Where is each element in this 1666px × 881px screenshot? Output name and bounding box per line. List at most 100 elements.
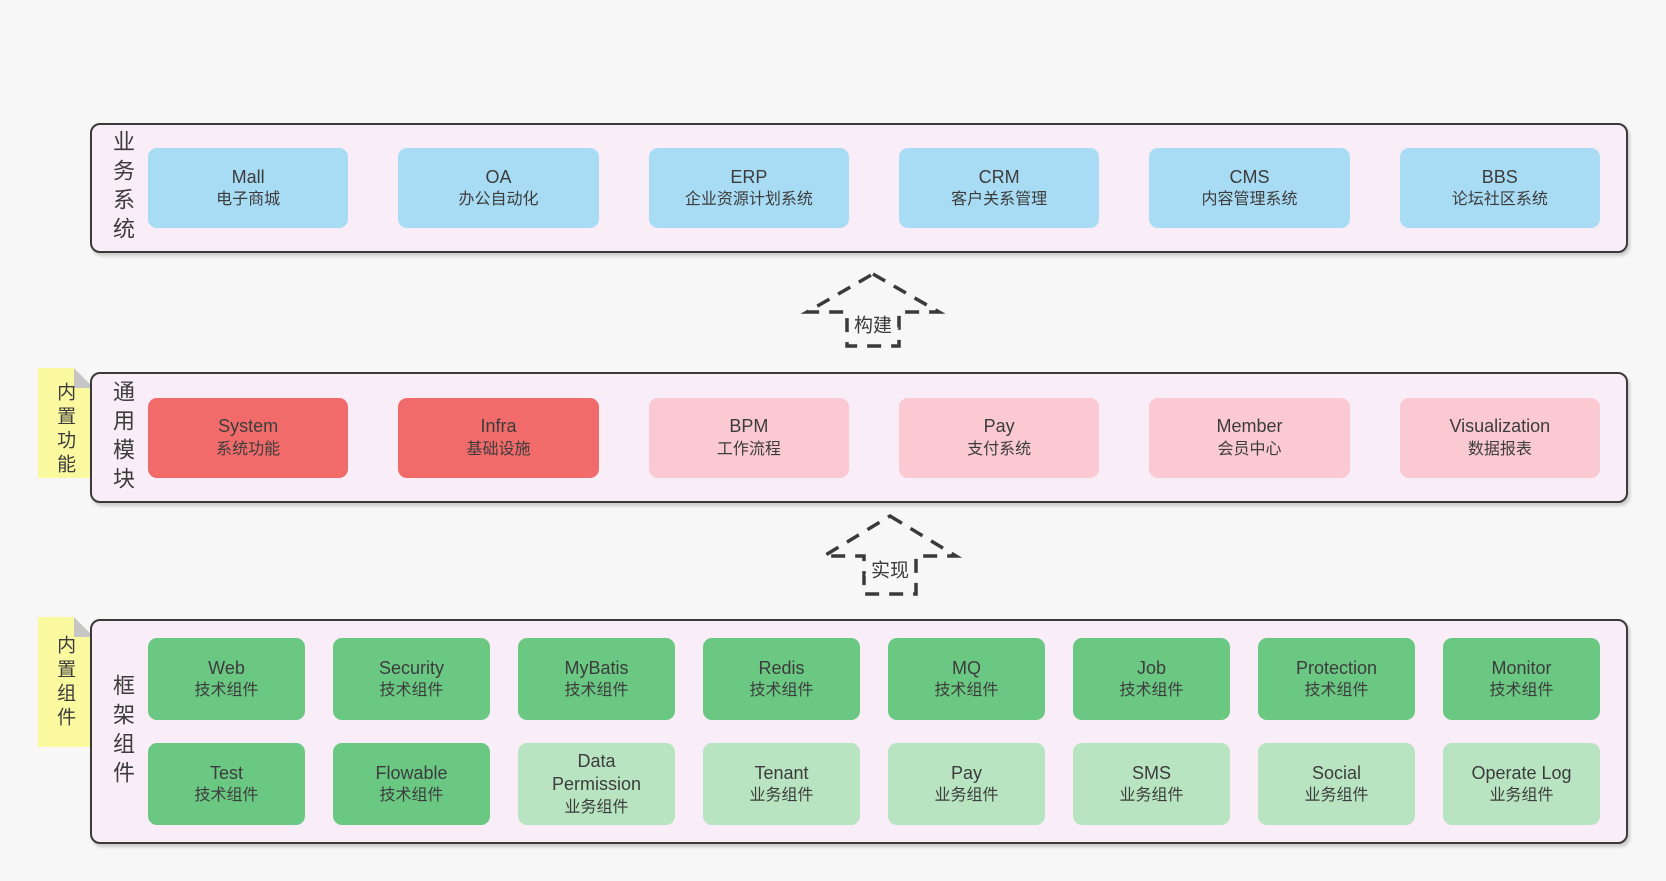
sticky-tab-built-in-features: 内置功能 bbox=[38, 368, 94, 478]
box-erp: ERP 企业资源计划系统 bbox=[648, 148, 849, 228]
box-web: Web 技术组件 bbox=[148, 638, 305, 720]
box-title: Pay bbox=[983, 416, 1015, 437]
box-pay: Pay 支付系统 bbox=[898, 397, 1100, 478]
arrow-label: 实现 bbox=[871, 560, 909, 582]
box-subtitle: 论坛社区系统 bbox=[1451, 191, 1548, 209]
band-common-modules: 通用模块 System 系统功能 Infra 基础设施 BPM 工作流程 Pay… bbox=[90, 372, 1628, 503]
fold-corner-icon bbox=[74, 617, 94, 637]
box-mall: Mall 电子商城 bbox=[148, 148, 349, 228]
band-label: 业务系统 bbox=[110, 130, 135, 246]
band-business-systems: 业务系统 Mall 电子商城 OA 办公自动化 ERP 企业资源计划系统 CRM… bbox=[90, 123, 1628, 253]
common-modules-row: System 系统功能 Infra 基础设施 BPM 工作流程 Pay 支付系统… bbox=[148, 374, 1600, 501]
box-visualization: Visualization 数据报表 bbox=[1399, 397, 1600, 478]
box-data-permission: Data Permission 业务组件 bbox=[518, 743, 675, 825]
band-label: 通用模块 bbox=[110, 379, 135, 496]
box-subtitle: 技术组件 bbox=[379, 682, 444, 700]
box-title: Mall bbox=[231, 166, 265, 187]
box-title: SMS bbox=[1131, 762, 1171, 783]
arrow-build: 构建 bbox=[800, 271, 946, 348]
box-infra: Infra 基础设施 bbox=[398, 397, 599, 478]
box-title: OA bbox=[485, 166, 512, 187]
sticky-tab-label: 内置组件 bbox=[54, 635, 76, 731]
box-cms: CMS 内容管理系统 bbox=[1149, 148, 1350, 228]
box-mybatis: MyBatis 技术组件 bbox=[518, 638, 675, 720]
box-title: Data Permission bbox=[551, 750, 642, 795]
box-subtitle: 业务组件 bbox=[1489, 787, 1554, 805]
box-redis: Redis 技术组件 bbox=[703, 638, 860, 720]
box-title: Visualization bbox=[1449, 416, 1551, 437]
box-mq: MQ 技术组件 bbox=[888, 638, 1045, 720]
framework-components-grid: Web 技术组件 Security 技术组件 MyBatis 技术组件 Redi… bbox=[148, 621, 1600, 842]
box-subtitle: 支付系统 bbox=[967, 440, 1032, 458]
box-subtitle: 系统功能 bbox=[216, 440, 281, 458]
box-title: ERP bbox=[730, 166, 768, 187]
fold-corner-icon bbox=[74, 368, 94, 388]
box-subtitle: 业务组件 bbox=[934, 787, 999, 805]
box-title: MyBatis bbox=[564, 657, 629, 678]
box-subtitle: 工作流程 bbox=[716, 440, 781, 458]
box-pay-biz: Pay 业务组件 bbox=[888, 743, 1045, 825]
sticky-tab-label: 内置功能 bbox=[54, 382, 76, 478]
box-security: Security 技术组件 bbox=[333, 638, 490, 720]
box-title: Infra bbox=[480, 416, 517, 437]
box-bpm: BPM 工作流程 bbox=[648, 397, 849, 478]
box-social: Social 业务组件 bbox=[1258, 743, 1415, 825]
box-subtitle: 技术组件 bbox=[564, 682, 629, 700]
box-protection: Protection 技术组件 bbox=[1258, 638, 1415, 720]
box-subtitle: 技术组件 bbox=[1489, 682, 1554, 700]
box-title: BPM bbox=[729, 416, 769, 437]
box-subtitle: 客户关系管理 bbox=[951, 191, 1048, 209]
box-title: Pay bbox=[950, 762, 983, 783]
box-subtitle: 技术组件 bbox=[1119, 682, 1184, 700]
box-title: Web bbox=[208, 657, 245, 678]
box-subtitle: 电子商城 bbox=[216, 191, 281, 209]
box-title: Flowable bbox=[375, 762, 448, 783]
box-job: Job 技术组件 bbox=[1073, 638, 1230, 720]
box-title: Tenant bbox=[754, 762, 809, 783]
box-title: System bbox=[218, 416, 279, 437]
band-framework-components: 框架组件 Web 技术组件 Security 技术组件 MyBatis 技术组件… bbox=[90, 619, 1628, 844]
box-member: Member 会员中心 bbox=[1149, 397, 1350, 478]
box-subtitle: 业务组件 bbox=[564, 799, 629, 817]
box-subtitle: 内容管理系统 bbox=[1201, 191, 1298, 209]
box-title: Test bbox=[209, 762, 243, 783]
box-title: Job bbox=[1136, 657, 1167, 678]
band-label: 框架组件 bbox=[110, 673, 135, 790]
box-title: CRM bbox=[978, 166, 1020, 187]
box-subtitle: 基础设施 bbox=[466, 440, 531, 458]
box-subtitle: 会员中心 bbox=[1217, 440, 1282, 458]
box-crm: CRM 客户关系管理 bbox=[898, 148, 1100, 228]
sticky-tab-built-in-components: 内置组件 bbox=[38, 617, 94, 747]
box-monitor: Monitor 技术组件 bbox=[1443, 638, 1600, 720]
box-flowable: Flowable 技术组件 bbox=[333, 743, 490, 825]
box-operate-log: Operate Log 业务组件 bbox=[1443, 743, 1600, 825]
box-title: Redis bbox=[758, 657, 805, 678]
box-subtitle: 技术组件 bbox=[379, 787, 444, 805]
box-title: Protection bbox=[1295, 657, 1378, 678]
box-subtitle: 数据报表 bbox=[1467, 440, 1532, 458]
arrow-label: 构建 bbox=[854, 315, 892, 337]
box-title: CMS bbox=[1229, 166, 1270, 187]
box-subtitle: 业务组件 bbox=[1304, 787, 1369, 805]
box-title: MQ bbox=[952, 657, 981, 678]
business-systems-row: Mall 电子商城 OA 办公自动化 ERP 企业资源计划系统 CRM 客户关系… bbox=[148, 125, 1600, 251]
arrow-outline bbox=[817, 513, 963, 596]
box-subtitle: 办公自动化 bbox=[458, 191, 539, 209]
box-title: Member bbox=[1216, 416, 1283, 437]
box-subtitle: 业务组件 bbox=[1119, 787, 1184, 805]
box-bbs: BBS 论坛社区系统 bbox=[1399, 148, 1600, 228]
box-title: BBS bbox=[1481, 166, 1518, 187]
box-subtitle: 业务组件 bbox=[749, 787, 814, 805]
box-subtitle: 技术组件 bbox=[194, 787, 259, 805]
box-oa: OA 办公自动化 bbox=[398, 148, 599, 228]
box-subtitle: 技术组件 bbox=[194, 682, 259, 700]
box-title: Operate Log bbox=[1471, 762, 1572, 783]
box-tenant: Tenant 业务组件 bbox=[703, 743, 860, 825]
arrow-outline bbox=[800, 271, 946, 348]
box-subtitle: 技术组件 bbox=[1304, 682, 1369, 700]
box-subtitle: 企业资源计划系统 bbox=[684, 191, 813, 209]
box-title: Social bbox=[1311, 762, 1362, 783]
box-subtitle: 技术组件 bbox=[934, 682, 999, 700]
box-test: Test 技术组件 bbox=[148, 743, 305, 825]
